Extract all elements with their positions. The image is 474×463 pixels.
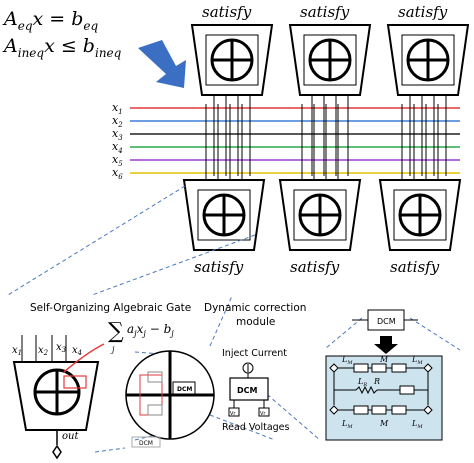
top-gate-2: satisfy — [288, 3, 372, 176]
equation-line-2: Aineqx ≤ bineq — [2, 35, 122, 60]
lm2-bot: LM — [411, 419, 423, 430]
variable-label-x2: x2 — [112, 114, 123, 129]
gate-input-x1: x1 — [12, 345, 22, 357]
lm2-top: LM — [411, 355, 423, 366]
dcm-faint-label: DCM — [139, 440, 153, 447]
gate-input-x4: x4 — [72, 345, 82, 357]
zoomed-gate-circle: DCM — [125, 350, 215, 440]
dcm-small-label: DCM — [177, 386, 192, 393]
r-label: R — [373, 377, 380, 386]
inject-current-label: Inject Current — [222, 348, 287, 359]
variable-label-x3: x3 — [112, 127, 123, 142]
out-label: out — [62, 431, 79, 442]
read-voltages-label: Read Voltages — [222, 422, 290, 433]
dcm-module-title-1: Dynamic correction — [204, 302, 306, 314]
detail-gate: x1 x2 x3 x4 out — [12, 335, 105, 460]
top-gate-label-2: satisfy — [300, 3, 350, 21]
dcm-schematic: Inject Current DCM Vr Vr Read Voltages — [222, 348, 290, 433]
lm1-bot: LM — [341, 419, 353, 430]
variable-label-x1: x1 — [112, 101, 123, 116]
equation-block: Aeqx = beq Aineqx ≤ bineq — [2, 8, 122, 60]
sum-index: j — [110, 345, 115, 354]
top-gate-row: satisfy satisfy satisfy — [190, 3, 470, 176]
bottom-gate-1: satisfy — [182, 104, 266, 276]
bottom-gate-label-2: satisfy — [290, 258, 340, 276]
top-gate-label-1: satisfy — [202, 3, 252, 21]
bottom-gate-row: satisfy satisfy satisfy — [182, 104, 462, 276]
down-arrow-icon — [374, 336, 398, 354]
bottom-gate-label-1: satisfy — [194, 258, 244, 276]
top-gate-label-3: satisfy — [398, 3, 448, 21]
blue-arrow-icon — [138, 40, 186, 88]
variable-label-x4: x4 — [112, 140, 123, 155]
dcm-module-title-2: module — [236, 316, 275, 328]
dcm-box-label: DCM — [237, 386, 258, 395]
out-terminal-icon — [52, 444, 62, 460]
sum-formula: ∑ j ajxj − bj — [108, 319, 174, 354]
equation-line-1: Aeqx = beq — [2, 8, 99, 33]
m-bot: M — [379, 419, 389, 428]
vr-label-1: Vr — [230, 411, 236, 417]
dcm-top-box: DCM — [352, 309, 418, 354]
gate-input-x2: x2 — [38, 345, 49, 357]
sog-title: Self-Organizing Algebraic Gate — [30, 302, 191, 314]
lr-label: LR — [357, 377, 367, 388]
bottom-gate-label-3: satisfy — [390, 258, 440, 276]
circuit-schematic: LM M LM LR R LM M LM — [325, 355, 443, 441]
zoom-guide-lines — [7, 185, 461, 453]
sum-expression: ajxj − bj — [127, 322, 174, 338]
top-gate-3: satisfy — [386, 3, 470, 176]
variable-label-x5: x5 — [112, 153, 123, 168]
dcm-top-label: DCM — [377, 317, 396, 326]
bottom-gate-3: satisfy — [378, 104, 462, 276]
top-gate-1: satisfy — [190, 3, 274, 176]
variable-wires — [130, 107, 460, 174]
sum-symbol: ∑ — [108, 319, 124, 344]
m-top: M — [379, 355, 389, 364]
lm1-top: LM — [341, 355, 353, 366]
vr-label-2: Vr — [260, 411, 266, 417]
bottom-gate-2: satisfy — [278, 104, 362, 276]
gate-input-x3: x3 — [56, 342, 67, 354]
variable-label-x6: x6 — [112, 166, 123, 181]
